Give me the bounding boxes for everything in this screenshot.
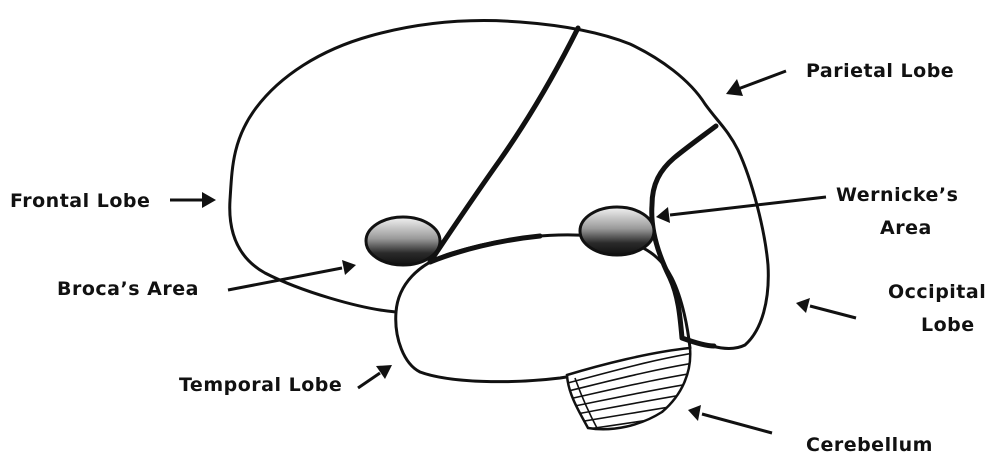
label-frontal-lobe: Frontal Lobe [10,190,150,212]
label-occipital-line1: Occipital [888,281,986,303]
cerebrum-outline [230,21,769,349]
label-occipital-line2: Lobe [921,314,975,336]
arrow-wernicke [656,197,826,223]
label-cerebellum: Cerebellum [806,434,933,456]
arrow-temporal [358,365,392,388]
label-wernickes-line1: Wernicke’s [836,184,958,206]
brocas-area-marker [366,217,440,265]
cerebellum-shape [560,348,700,441]
wernickes-area-marker [580,207,654,255]
arrow-cerebellum [688,405,772,433]
label-parietal-lobe: Parietal Lobe [806,60,954,82]
arrow-parietal [726,71,786,96]
arrow-occipital [796,298,856,318]
label-temporal-lobe: Temporal Lobe [179,374,342,396]
label-wernickes-line2: Area [880,217,932,239]
arrow-frontal [170,192,216,208]
label-brocas-area: Broca’s Area [57,278,199,300]
central-sulcus [430,28,578,262]
